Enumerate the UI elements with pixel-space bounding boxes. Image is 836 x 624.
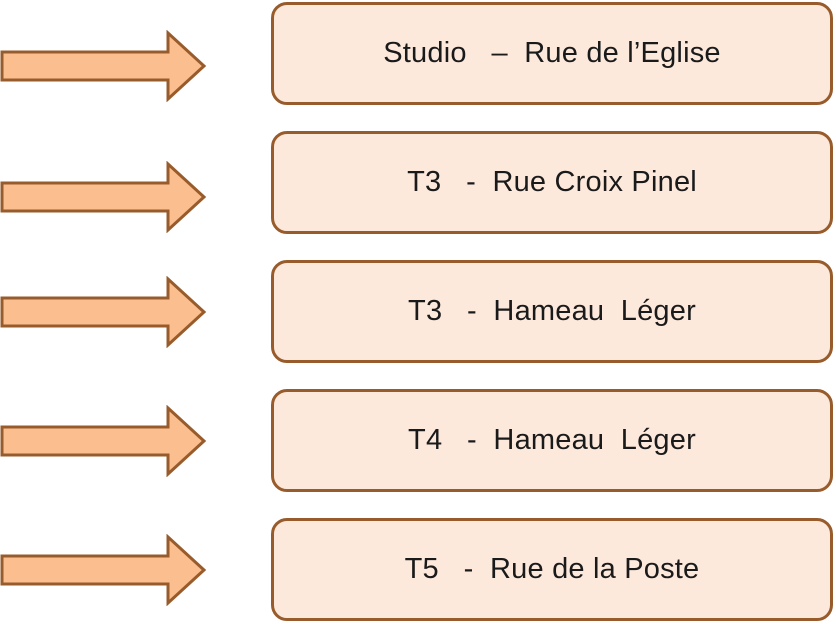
item-label-5: T5 - Rue de la Poste [404, 553, 700, 585]
arrow-4 [0, 405, 208, 477]
arrow-5 [0, 534, 208, 606]
item-box-2: T3 - Rue Croix Pinel [271, 131, 833, 234]
right-arrow-icon [0, 534, 207, 606]
item-box-5: T5 - Rue de la Poste [271, 518, 833, 621]
right-arrow-icon [0, 405, 207, 477]
item-label-2: T3 - Rue Croix Pinel [407, 166, 697, 198]
item-label-3: T3 - Hameau Léger [408, 295, 696, 327]
right-arrow-icon [0, 30, 207, 102]
arrow-2 [0, 161, 208, 233]
item-box-4: T4 - Hameau Léger [271, 389, 833, 492]
item-label-4: T4 - Hameau Léger [408, 424, 696, 456]
right-arrow-icon [0, 276, 207, 348]
arrow-3 [0, 276, 208, 348]
right-arrow-icon [0, 161, 207, 233]
arrow-1 [0, 30, 208, 102]
item-box-3: T3 - Hameau Léger [271, 260, 833, 363]
item-label-1: Studio – Rue de l’Eglise [383, 37, 721, 69]
item-box-1: Studio – Rue de l’Eglise [271, 2, 833, 105]
